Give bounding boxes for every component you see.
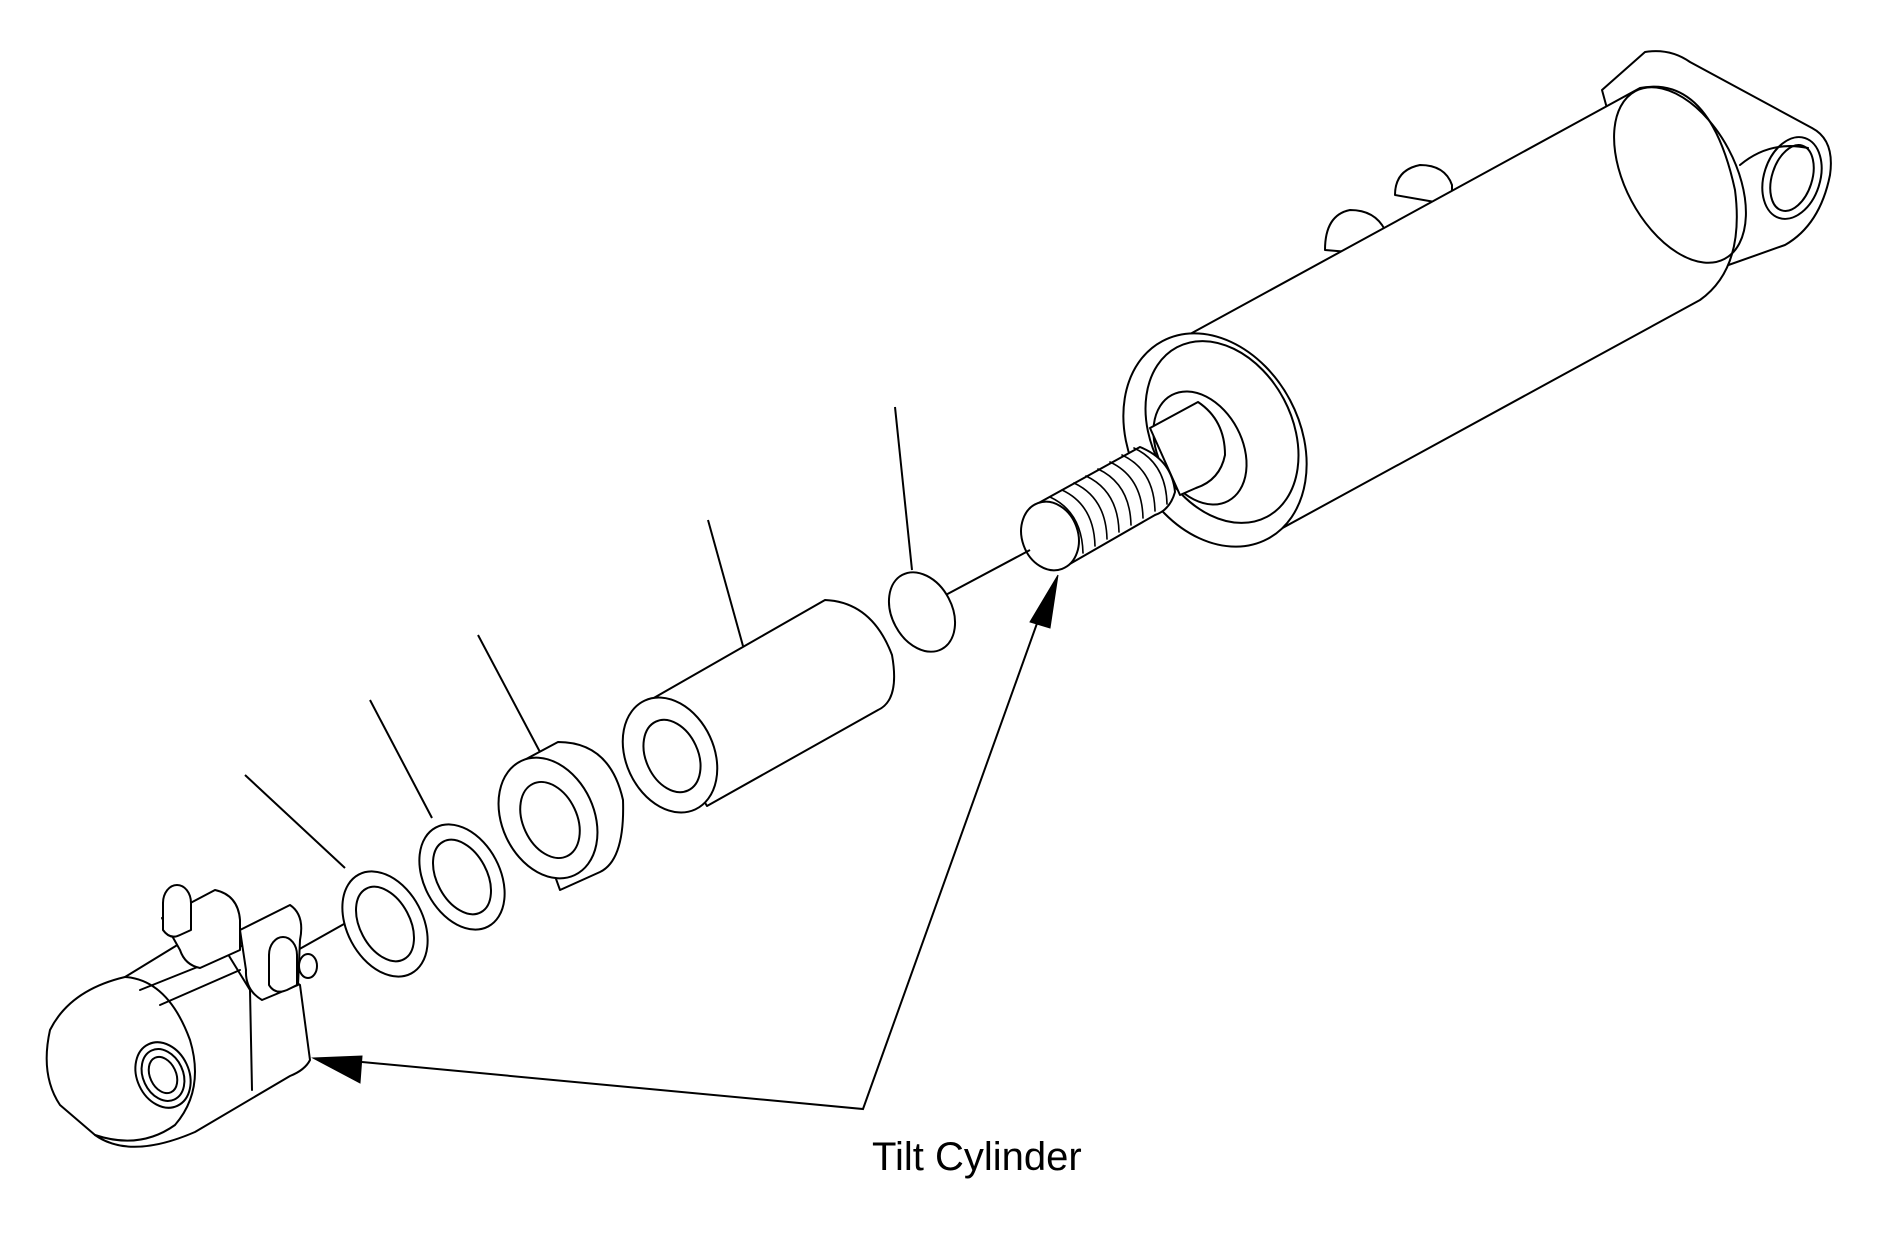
washer-1 — [244, 774, 429, 978]
washer-2 — [369, 699, 506, 931]
bushing-ring — [477, 634, 625, 891]
cylinder-rod — [1020, 401, 1226, 572]
callout-leader-line — [361, 614, 1041, 1111]
arrow-to-rod — [1029, 574, 1059, 629]
cylinder-barrel — [1122, 50, 1832, 548]
o-ring — [887, 406, 957, 653]
tilt-cylinder-callout: Tilt Cylinder — [311, 574, 1082, 1179]
spacer-tube — [621, 519, 896, 814]
arrow-to-clevis — [311, 1055, 363, 1084]
tilt-cylinder-label: Tilt Cylinder — [872, 1135, 1082, 1179]
rod-end-clevis — [45, 884, 318, 1148]
